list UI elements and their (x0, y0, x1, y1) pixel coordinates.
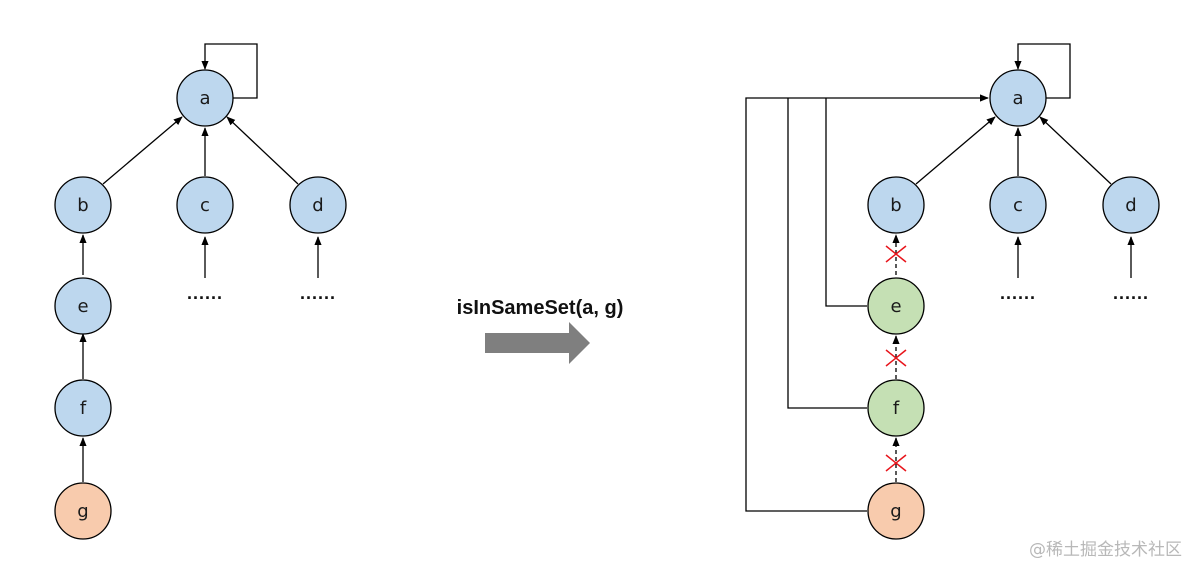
self-loop-edge-a (201, 43, 258, 99)
node-label: e (890, 296, 901, 317)
before-tree: a b c d e f g ...... ...... (54, 43, 347, 540)
node-label: b (890, 195, 901, 216)
ellipsis-c: ...... (1000, 283, 1036, 303)
edge-d-to-a (1039, 116, 1112, 185)
node-c: c (989, 176, 1047, 234)
node-f: f (867, 379, 925, 437)
ellipsis-d: ...... (1113, 283, 1149, 303)
ellipsis-d: ...... (300, 283, 336, 303)
edge-b-to-a (102, 116, 183, 185)
node-e: e (867, 277, 925, 335)
node-g: g (867, 482, 925, 540)
cross-icon (885, 245, 907, 263)
node-f: f (54, 379, 112, 437)
node-label: e (77, 296, 88, 317)
cross-icon (885, 454, 907, 472)
node-label: d (312, 195, 323, 216)
node-label: f (80, 398, 87, 419)
self-loop-edge-a (1014, 43, 1071, 99)
cross-icon (885, 349, 907, 367)
right-arrow-icon (485, 322, 590, 364)
node-b: b (54, 176, 112, 234)
watermark: @稀土掘金技术社区 (1029, 540, 1182, 560)
after-tree: a b c d e f g ...... ...... (745, 43, 1160, 540)
compressed-edge-f-to-a (787, 98, 867, 409)
node-a: a (176, 69, 234, 127)
node-d: d (289, 176, 347, 234)
node-label: d (1125, 195, 1136, 216)
node-e: e (54, 277, 112, 335)
node-c: c (176, 176, 234, 234)
node-g: g (54, 482, 112, 540)
node-d: d (1102, 176, 1160, 234)
compressed-edge-g-to-a (745, 94, 989, 512)
node-label: g (890, 501, 901, 522)
node-a: a (989, 69, 1047, 127)
compressed-edge-e-to-a (825, 98, 867, 307)
ellipsis-c: ...... (187, 283, 223, 303)
node-label: c (1013, 195, 1023, 216)
node-label: a (1012, 88, 1023, 109)
node-label: c (200, 195, 210, 216)
operation: isInSameSet(a, g) (457, 297, 624, 364)
node-label: a (199, 88, 210, 109)
operation-label: isInSameSet(a, g) (457, 297, 624, 319)
node-label: f (893, 398, 900, 419)
edge-d-to-a (226, 116, 299, 185)
node-b: b (867, 176, 925, 234)
node-label: b (77, 195, 88, 216)
node-label: g (77, 501, 88, 522)
edge-b-to-a (915, 116, 996, 185)
